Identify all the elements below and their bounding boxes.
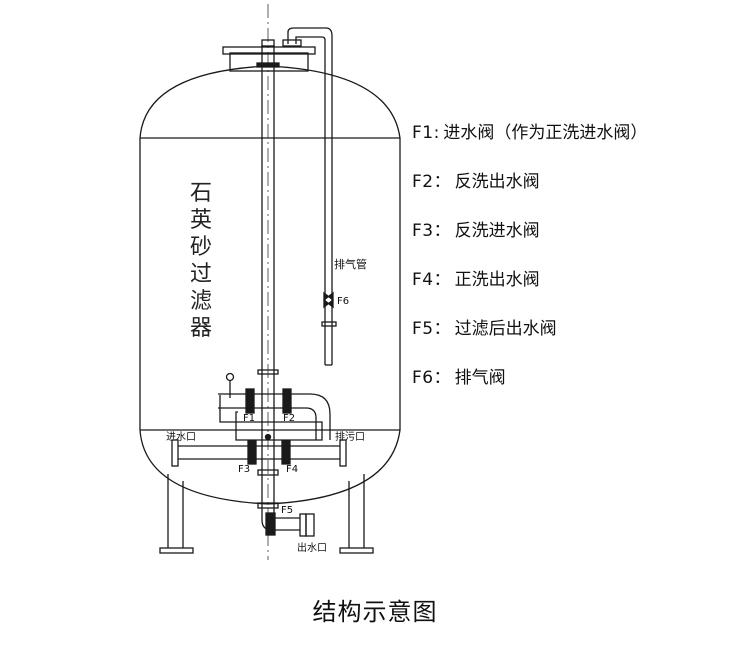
legend-text: 进水阀（作为正洗进水阀） bbox=[443, 123, 648, 143]
f5-valve-icon bbox=[265, 512, 276, 536]
exhaust-pipe bbox=[287, 27, 333, 365]
f4-valve-icon bbox=[281, 440, 291, 465]
legend-code: F5 bbox=[412, 319, 434, 339]
f5-label: F5 bbox=[281, 505, 293, 516]
legend-item-f2: F2：反洗出水阀 bbox=[412, 167, 742, 216]
legend-code: F6 bbox=[412, 368, 434, 388]
f3-label: F3 bbox=[238, 464, 250, 475]
legend-separator: ： bbox=[433, 368, 451, 388]
inlet-flange bbox=[171, 439, 179, 467]
diagram-caption: 结构示意图 bbox=[312, 598, 438, 626]
legend-item-f1: F1:进水阀（作为正洗进水阀） bbox=[412, 118, 742, 167]
vessel-label: 石英砂过滤器 bbox=[189, 181, 212, 341]
f4-label: F4 bbox=[286, 464, 298, 475]
legend-text: 反洗出水阀 bbox=[454, 172, 540, 192]
legend-separator: ： bbox=[433, 270, 451, 290]
manifold-frame bbox=[219, 395, 323, 441]
legend-item-f3: F3：反洗进水阀 bbox=[412, 216, 742, 265]
drain-label: 排污口 bbox=[335, 430, 365, 443]
right-leg bbox=[348, 474, 365, 548]
outlet-label: 出水口 bbox=[297, 541, 327, 554]
right-foot bbox=[339, 547, 374, 554]
legend-separator: ： bbox=[433, 319, 451, 339]
left-leg bbox=[167, 474, 184, 548]
f6-label: F6 bbox=[337, 296, 349, 307]
f3-valve-icon bbox=[247, 440, 257, 465]
f1-valve-icon bbox=[245, 388, 255, 414]
legend-item-f5: F5：过滤后出水阀 bbox=[412, 314, 742, 363]
inlet-label: 进水口 bbox=[166, 431, 196, 443]
top-manhole-flange bbox=[222, 46, 316, 55]
legend-text: 排气阀 bbox=[454, 368, 506, 388]
legend-code: F4 bbox=[412, 270, 434, 290]
outlet-flange bbox=[299, 513, 307, 537]
legend-item-f4: F4：正洗出水阀 bbox=[412, 265, 742, 314]
backwash-outlet-pipe bbox=[291, 393, 331, 440]
legend-separator: : bbox=[433, 123, 440, 143]
exhaust-pipe-label: 排气管 bbox=[334, 257, 367, 271]
legend-text: 正洗出水阀 bbox=[454, 270, 540, 290]
legend-separator: ： bbox=[433, 221, 451, 241]
f2-valve-icon bbox=[282, 388, 292, 414]
f2-label: F2 bbox=[283, 413, 295, 424]
top-manhole-neck bbox=[229, 52, 309, 72]
f1-label: F1 bbox=[243, 413, 255, 424]
drain-flange bbox=[339, 439, 347, 467]
legend-code: F1 bbox=[412, 123, 434, 143]
left-foot bbox=[159, 547, 194, 554]
legend-item-f6: F6：排气阀 bbox=[412, 363, 742, 412]
legend-separator: ： bbox=[433, 172, 451, 192]
f6-valve-icon bbox=[322, 291, 335, 309]
pressure-gauge-icon bbox=[225, 372, 235, 382]
legend-code: F2 bbox=[412, 172, 434, 192]
legend-text: 过滤后出水阀 bbox=[454, 319, 557, 339]
legend-text: 反洗进水阀 bbox=[454, 221, 540, 241]
legend-code: F3 bbox=[412, 221, 434, 241]
